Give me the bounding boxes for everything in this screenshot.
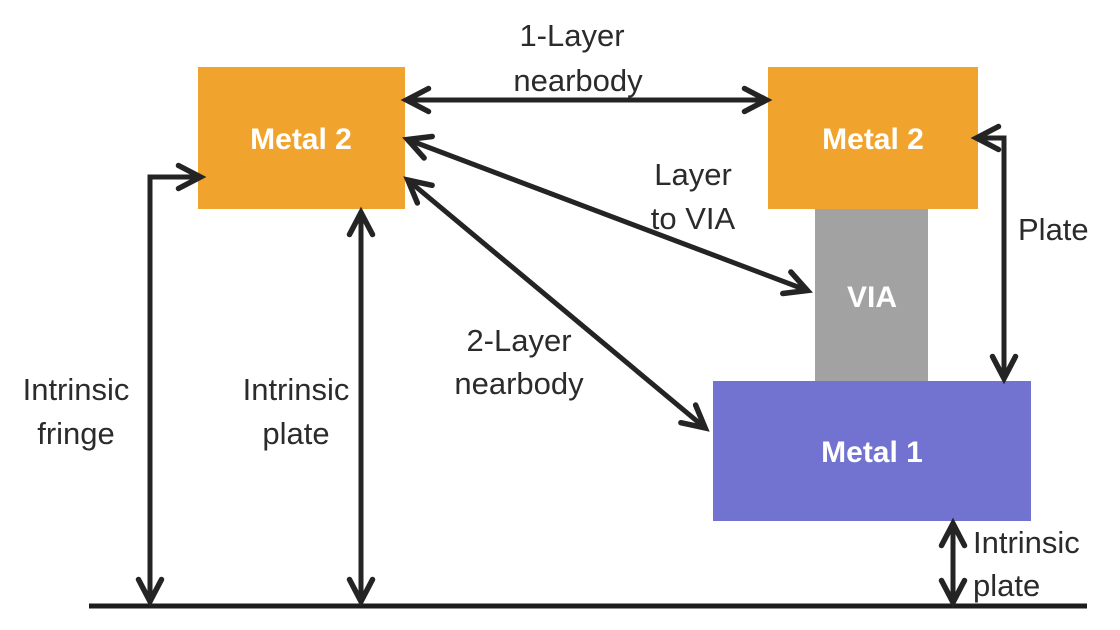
label-layer-to-via-line1: Layer bbox=[654, 157, 732, 192]
label-2-layer-nearbody-line1: 2-Layer bbox=[466, 323, 571, 358]
via-label: VIA bbox=[847, 281, 897, 314]
label-intrinsic-plate-ground-line2: plate bbox=[973, 568, 1040, 603]
label-1-layer-nearbody-line2: nearbody bbox=[513, 63, 643, 98]
arrow-plate bbox=[970, 123, 1019, 385]
metal2-left-box bbox=[198, 67, 405, 209]
label-intrinsic-plate-mid-line1: Intrinsic bbox=[243, 372, 350, 407]
label-intrinsic-plate-mid-line2: plate bbox=[262, 416, 329, 451]
label-intrinsic-fringe-line1: Intrinsic bbox=[23, 372, 130, 407]
metal1-label: Metal 1 bbox=[821, 436, 923, 469]
label-intrinsic-fringe-line2: fringe bbox=[37, 416, 115, 451]
label-plate: Plate bbox=[1018, 212, 1089, 247]
arrow-layer-to-via bbox=[402, 133, 813, 297]
via-box bbox=[815, 209, 928, 381]
label-1-layer-nearbody-line1: 1-Layer bbox=[519, 18, 624, 53]
arrow-2-layer-nearbody bbox=[403, 176, 710, 432]
arrow-intrinsic-fringe bbox=[135, 162, 207, 608]
label-intrinsic-plate-ground-line1: Intrinsic bbox=[973, 525, 1080, 560]
label-layer-to-via-line2: to VIA bbox=[651, 201, 736, 236]
metal2-left-label: Metal 2 bbox=[250, 123, 352, 156]
label-2-layer-nearbody-line2: nearbody bbox=[454, 366, 584, 401]
metal1-box bbox=[713, 381, 1031, 521]
metal2-right-label: Metal 2 bbox=[822, 123, 924, 156]
